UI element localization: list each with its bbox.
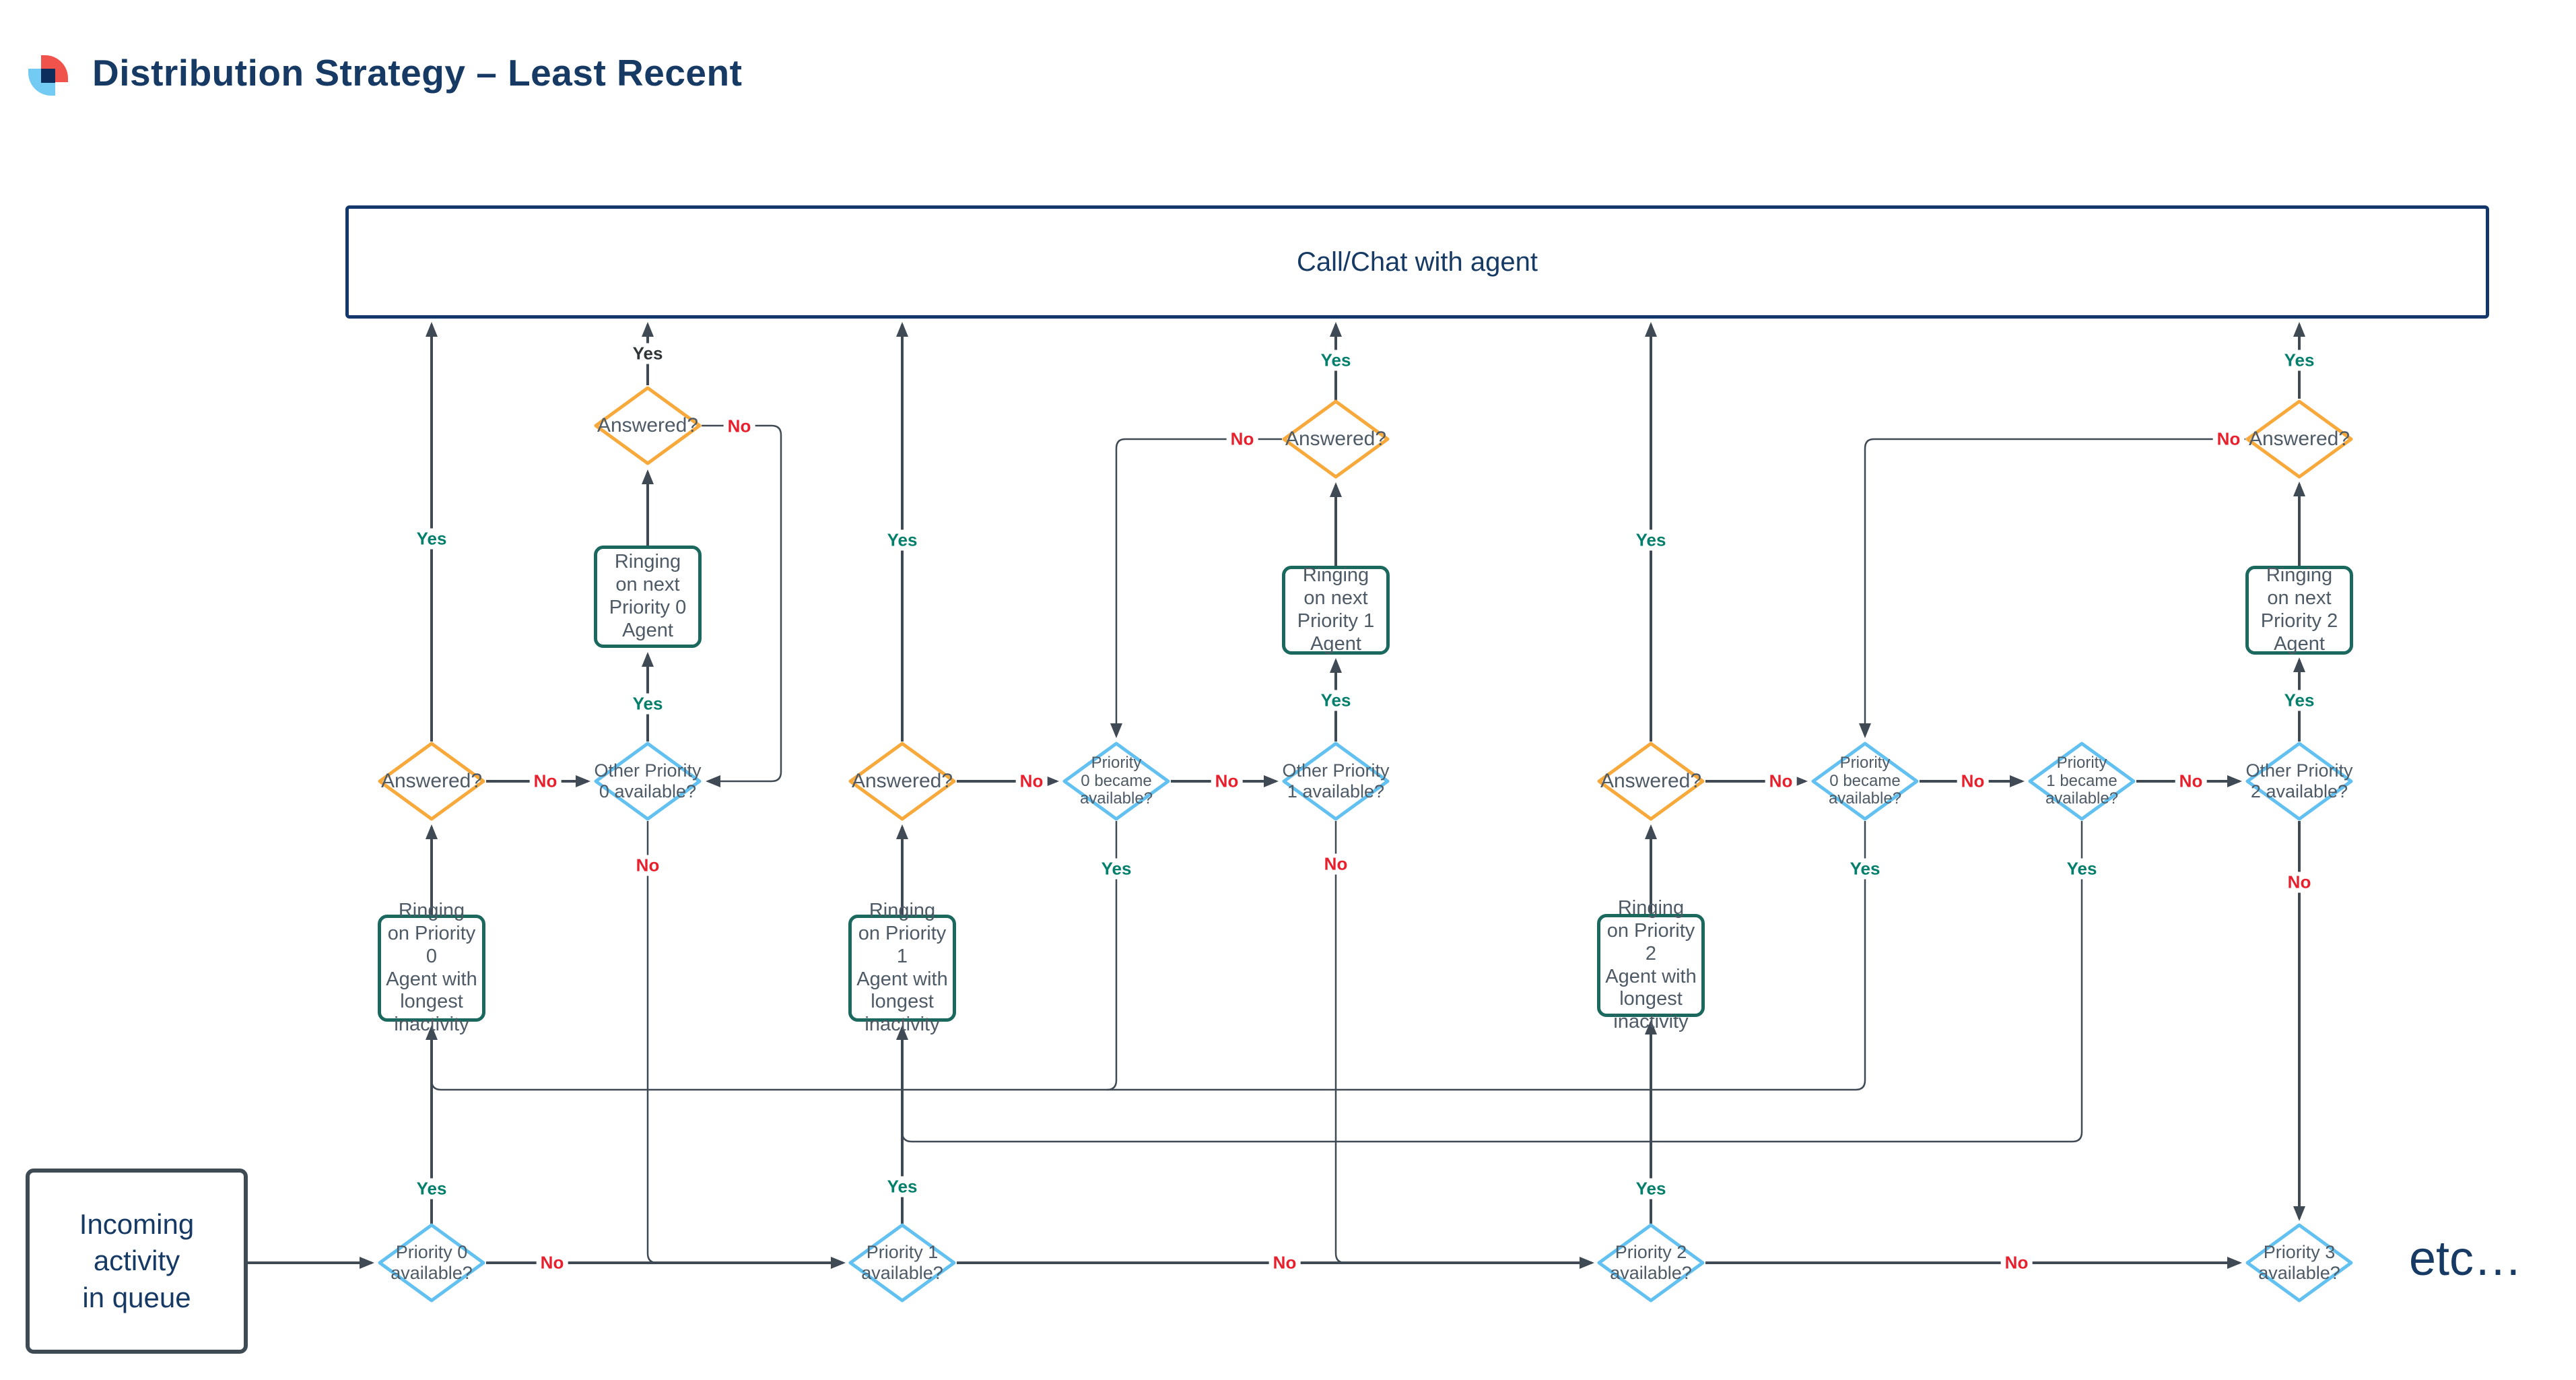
decision-p0-became-right: Priority 0 became available? — [1811, 742, 1919, 821]
incoming-queue-label: Incoming activity in queue — [79, 1208, 195, 1313]
ringing-p0-label: Ringing on Priority 0 Agent with longest… — [386, 899, 477, 1036]
callchat-label: Call/Chat with agent — [1297, 247, 1538, 277]
label-no: No — [1015, 770, 1048, 792]
ringing-next-p2-label: Ringing on next Priority 2 Agent — [2260, 564, 2338, 655]
label-no: No — [632, 855, 664, 876]
label-no: No — [529, 770, 562, 792]
decision-answered-1-label: Answered? — [380, 769, 483, 792]
label-no: No — [1211, 770, 1243, 792]
label-yes: Yes — [2280, 690, 2319, 711]
label-yes: Yes — [1316, 690, 1355, 711]
ringing-p0-box: Ringing on Priority 0 Agent with longest… — [378, 900, 485, 1035]
decision-other-p0: Other Priority 0 available? — [594, 742, 702, 821]
decision-answered-top-3-label: Answered? — [2248, 427, 2350, 450]
decision-answered-3: Answered? — [1597, 742, 1705, 821]
ringing-next-p0-label: Ringing on next Priority 0 Agent — [609, 551, 687, 641]
decision-other-p1: Other Priority 1 available? — [1282, 742, 1390, 821]
decision-p0-available: Priority 0 available? — [378, 1223, 485, 1303]
label-no: No — [1320, 853, 1352, 875]
decision-answered-3-label: Answered? — [1600, 769, 1702, 792]
decision-p1-available-label: Priority 1 available? — [861, 1241, 943, 1283]
callchat-terminal: Call/Chat with agent — [345, 205, 2489, 319]
decision-other-p2: Other Priority 2 available? — [2245, 742, 2353, 821]
label-yes: Yes — [1631, 529, 1670, 551]
edge-otherp1-no-merge — [1334, 821, 1346, 1264]
decision-answered-2-label: Answered? — [851, 769, 953, 792]
decision-p0-became-mid-label: Priority 0 became available? — [1079, 753, 1153, 808]
decision-p2-available-label: Priority 2 available? — [1610, 1241, 1692, 1283]
label-yes-dark: Yes — [628, 343, 667, 364]
decision-answered-1: Answered? — [378, 742, 485, 821]
decision-p0-available-label: Priority 0 available? — [391, 1241, 473, 1283]
label-yes: Yes — [1845, 858, 1885, 880]
edge-otherp0-no-merge — [646, 821, 658, 1264]
label-yes: Yes — [1631, 1178, 1670, 1200]
label-yes: Yes — [1316, 350, 1355, 371]
decision-answered-top-2-label: Answered? — [1285, 427, 1387, 450]
label-no: No — [2175, 770, 2207, 792]
decision-p3-available-label: Priority 3 available? — [2258, 1241, 2340, 1283]
label-no: No — [536, 1252, 568, 1274]
label-no: No — [1226, 428, 1258, 450]
decision-answered-top-3: Answered? — [2245, 399, 2353, 479]
label-yes: Yes — [2280, 350, 2319, 371]
label-no: No — [2212, 428, 2245, 450]
label-no: No — [1268, 1252, 1301, 1274]
decision-p3-available: Priority 3 available? — [2245, 1223, 2353, 1303]
ringing-p1-label: Ringing on Priority 1 Agent with longest… — [856, 899, 948, 1036]
lucid-logo-icon — [27, 54, 70, 97]
decision-p2-available: Priority 2 available? — [1597, 1223, 1705, 1303]
decision-answered-top-2: Answered? — [1282, 399, 1390, 479]
label-no: No — [1765, 770, 1797, 792]
ringing-next-p1-label: Ringing on next Priority 1 Agent — [1297, 564, 1375, 655]
incoming-queue-box: Incoming activity in queue — [26, 1169, 248, 1354]
label-yes: Yes — [412, 1178, 451, 1200]
decision-answered-top-1: Answered? — [594, 386, 702, 465]
label-yes: Yes — [883, 1176, 922, 1197]
decision-answered-top-1-label: Answered? — [597, 414, 699, 436]
logo-navy-square — [41, 69, 55, 83]
label-no: No — [2000, 1252, 2033, 1274]
decision-answered-2: Answered? — [848, 742, 956, 821]
page-title: Distribution Strategy – Least Recent — [92, 52, 743, 94]
edge-answered-top2-no — [1110, 438, 1282, 738]
ringing-next-p0-box: Ringing on next Priority 0 Agent — [594, 546, 702, 648]
label-no: No — [1957, 770, 1989, 792]
edge-return-line-p1 — [901, 821, 2083, 1143]
ringing-p2-box: Ringing on Priority 2 Agent with longest… — [1597, 897, 1705, 1032]
label-yes: Yes — [412, 528, 451, 550]
ringing-next-p1-box: Ringing on next Priority 1 Agent — [1282, 564, 1390, 655]
ringing-p1-box: Ringing on Priority 1 Agent with longest… — [848, 900, 956, 1035]
decision-other-p0-label: Other Priority 0 available? — [594, 760, 702, 801]
decision-p0-became-right-label: Priority 0 became available? — [1828, 753, 1902, 808]
decision-p0-became-mid: Priority 0 became available? — [1062, 742, 1170, 821]
label-yes: Yes — [2062, 858, 2101, 880]
label-yes: Yes — [1097, 858, 1136, 880]
label-yes: Yes — [883, 529, 922, 551]
decision-other-p1-label: Other Priority 1 available? — [1282, 760, 1390, 801]
edge-answered-top1-no-loop — [702, 424, 782, 787]
decision-p1-available: Priority 1 available? — [848, 1223, 956, 1303]
label-yes: Yes — [628, 693, 667, 715]
label-no: No — [2283, 872, 2315, 893]
ringing-next-p2-box: Ringing on next Priority 2 Agent — [2245, 564, 2353, 655]
edge-answered-top3-no — [1859, 438, 2245, 738]
ringing-p2-label: Ringing on Priority 2 Agent with longest… — [1605, 896, 1697, 1033]
etc-text: etc… — [2409, 1232, 2523, 1286]
edge-return-line-p0 — [430, 821, 1866, 1091]
label-no: No — [723, 416, 755, 437]
decision-p1-became-label: Priority 1 became available? — [2045, 753, 2119, 808]
decision-p1-became: Priority 1 became available? — [2028, 742, 2136, 821]
decision-other-p2-label: Other Priority 2 available? — [2245, 760, 2353, 801]
